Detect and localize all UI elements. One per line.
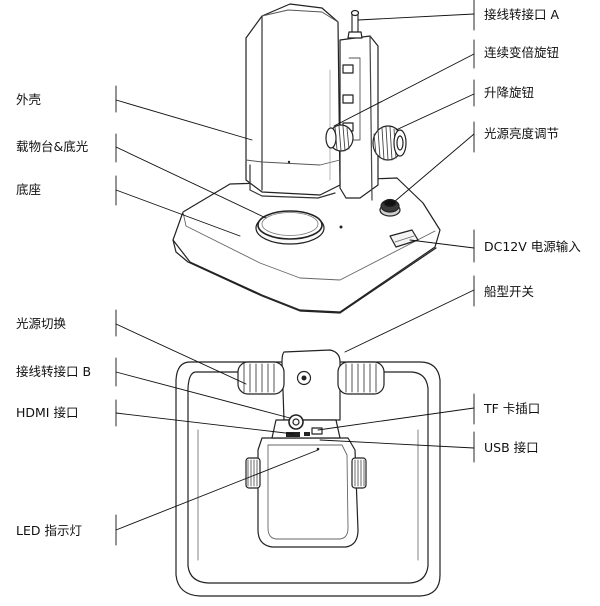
label-dc-input: DC12V 电源输入: [484, 239, 581, 254]
lift-knob-drawing: [372, 125, 407, 161]
label-housing: 外壳: [16, 92, 42, 107]
label-light-switch: 光源切换: [16, 316, 67, 331]
zoom-knob-drawing: [325, 124, 354, 152]
label-zoom-knob: 连续变倍旋钮: [484, 45, 560, 60]
label-lift-knob: 升降旋钮: [484, 85, 535, 100]
label-stage-light: 载物台&底光: [16, 139, 89, 154]
label-usb: USB 接口: [484, 440, 539, 455]
label-hdmi: HDMI 接口: [16, 405, 79, 420]
base-plate: [172, 177, 441, 314]
label-interface-a: 接线转接口 A: [484, 7, 560, 22]
label-brightness: 光源亮度调节: [484, 126, 560, 141]
label-base: 底座: [16, 182, 42, 197]
bottom-knobs-drawing: [237, 361, 385, 489]
label-tf-slot: TF 卡插口: [484, 401, 541, 416]
brightness-knob-drawing: [379, 198, 401, 217]
label-rocker-switch: 船型开关: [484, 284, 535, 299]
column-drawing: [339, 9, 379, 201]
label-led: LED 指示灯: [16, 523, 82, 538]
stage-disc: [255, 210, 325, 245]
leader-lines: [115, 0, 475, 546]
label-interface-b: 接线转接口 B: [16, 364, 92, 379]
housing-drawing: [245, 3, 341, 199]
